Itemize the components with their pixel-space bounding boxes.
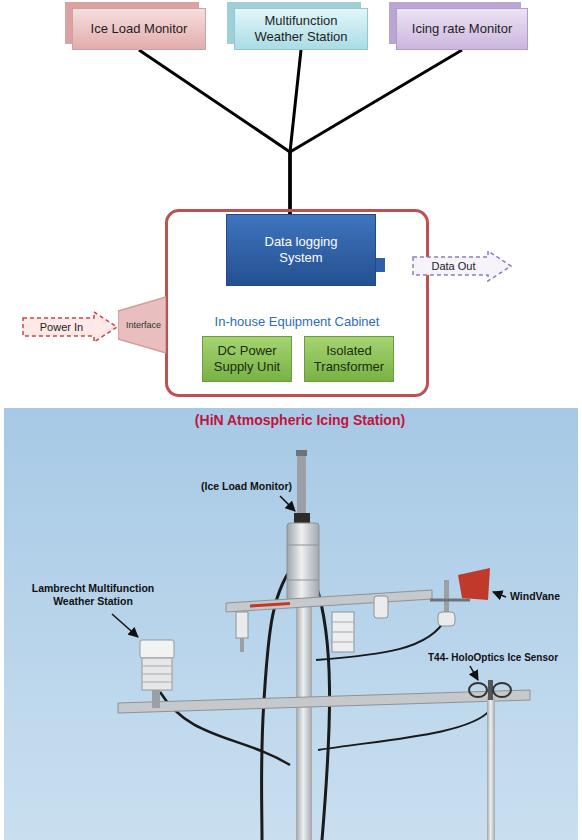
part-label: WindVane	[510, 590, 576, 603]
power-box: Isolated Transformer	[304, 336, 394, 382]
node-text: Interface	[126, 320, 161, 330]
cable	[316, 585, 330, 840]
monitor-box: Multifunction Weather Station	[234, 8, 368, 50]
dashed-arrow-outline	[23, 312, 117, 342]
cable	[318, 710, 490, 750]
dashed-arrow-outline	[413, 251, 511, 281]
weather-station	[140, 640, 174, 708]
power-box: DC Power Supply Unit	[202, 336, 292, 382]
ice-load-rod	[297, 454, 306, 514]
monitor-box: Ice Load Monitor	[72, 8, 206, 50]
rod-cap	[296, 450, 307, 456]
ice-sensor	[469, 680, 511, 840]
node-text: Data logging System	[253, 234, 349, 265]
node-text: In-house Equipment Cabinet	[168, 314, 426, 329]
connector-line	[139, 50, 290, 214]
sky	[4, 408, 578, 840]
node-text: DC Power Supply Unit	[208, 343, 286, 374]
node-text: Data Out	[431, 260, 475, 272]
node-text: Ice Load Monitor	[91, 21, 188, 37]
lower-crossarm	[118, 690, 530, 713]
sensor-housing	[287, 523, 319, 601]
radiation-shield	[332, 612, 354, 652]
leader-line	[280, 496, 295, 511]
upper-crossarm	[226, 590, 432, 612]
interface-shape-outline	[118, 297, 166, 353]
part-label: T44- HoloOptics Ice Sensor	[428, 652, 578, 664]
dashed-arrow: Data Out	[412, 250, 512, 282]
monitor-box: Icing rate Monitor	[396, 8, 528, 50]
wind-vane	[430, 568, 490, 626]
photo-title: (HiN Atmospheric Icing Station)	[150, 412, 450, 429]
rod-joint	[294, 513, 310, 523]
connector-line	[290, 50, 462, 214]
part-label: Lambrecht Multifunction Weather Station	[18, 582, 168, 607]
dashed-arrow: Power In	[22, 311, 118, 343]
leader-line	[112, 614, 138, 637]
logger-box: Data logging System	[226, 214, 376, 286]
station-photo	[4, 408, 578, 840]
node-text: Icing rate Monitor	[412, 21, 512, 37]
leader-line	[470, 666, 478, 680]
cabinet-box: In-house Equipment Cabinet Data logging S…	[165, 209, 429, 397]
leader-line	[493, 592, 506, 597]
node-text: Isolated Transformer	[310, 343, 388, 374]
interface-shape: Interface	[118, 296, 166, 354]
node-text: Multifunction Weather Station	[240, 13, 362, 44]
part-label: (Ice Load Monitor)	[180, 480, 292, 493]
connector-line	[290, 50, 301, 214]
output-port	[376, 258, 385, 272]
node-text: Power In	[40, 321, 83, 333]
mast-pole	[296, 600, 312, 840]
